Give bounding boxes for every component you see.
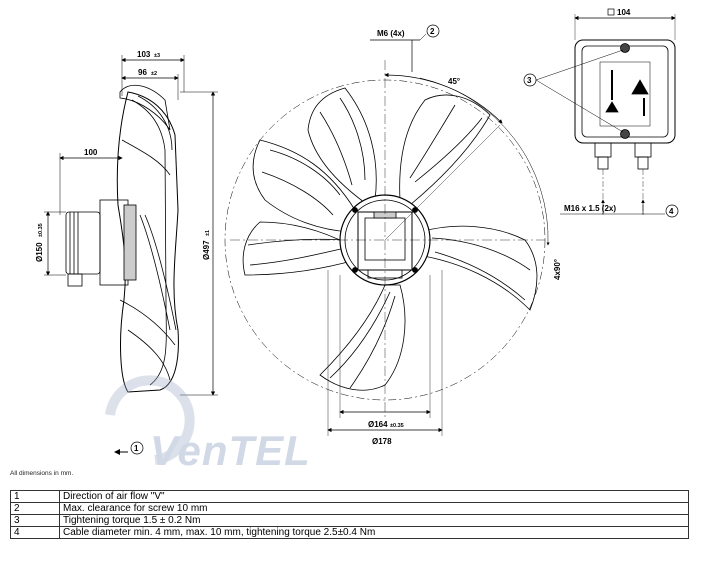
dim-motor-depth: 100: [84, 148, 98, 157]
legend-num: 4: [10, 526, 60, 539]
dim-bolt-circle-tol: ±0.35: [390, 423, 404, 429]
dim-box-size: 104: [617, 8, 631, 17]
side-view: [44, 55, 218, 396]
side-view-labels: 103 ±3 96 ±2 100 Ø150 ±0.35 Ø497 ±1: [35, 50, 211, 262]
legend-text: Cable diameter min. 4 mm, max. 10 mm, ti…: [59, 526, 689, 539]
dim-hub-diameter: Ø150: [35, 242, 44, 262]
legend-num: 2: [10, 502, 60, 515]
dim-side-inner-tol: ±2: [151, 71, 157, 77]
airflow-direction: 1: [114, 441, 144, 455]
dim-angle: 45°: [448, 77, 460, 86]
dim-angle-pattern: 4x90°: [553, 259, 562, 280]
terminal-box-labels: 104 3 M16 x 1.5 (2x) 4: [523, 8, 679, 218]
ventel-watermark: VenTEL: [105, 375, 311, 470]
legend-row: 3 Tightening torque 1.5 ± 0.2 Nm: [10, 514, 689, 527]
legend-num: 1: [10, 490, 60, 503]
legend-row: 4 Cable diameter min. 4 mm, max. 10 mm, …: [10, 526, 689, 539]
callout-2: 2: [430, 27, 435, 36]
legend-table: 1 Direction of air flow "V" 2 Max. clear…: [10, 490, 689, 539]
front-view-labels: M6 (4x) 2 45° 4x90° Ø164 ±0.35 Ø178: [368, 24, 562, 446]
callout-3: 3: [527, 76, 532, 85]
dim-outer-diameter: Ø497: [202, 240, 211, 260]
fan-blades: [242, 87, 538, 391]
callout-1: 1: [134, 444, 139, 453]
dim-side-overall-tol: ±3: [154, 53, 160, 59]
legend-text: Direction of air flow "V": [59, 490, 689, 503]
legend-num: 3: [10, 514, 60, 527]
dim-mount-diameter: Ø178: [372, 437, 392, 446]
callout-4: 4: [669, 207, 674, 216]
dim-hub-diameter-tol: ±0.35: [38, 223, 44, 237]
dim-bolt-circle: Ø164: [368, 420, 388, 429]
dim-cable-gland: M16 x 1.5 (2x): [564, 204, 616, 213]
legend-row: 2 Max. clearance for screw 10 mm: [10, 502, 689, 515]
legend-row: 1 Direction of air flow "V": [10, 490, 689, 503]
dim-side-inner: 96: [138, 68, 147, 77]
dim-screw-thread: M6 (4x): [377, 29, 405, 38]
terminal-box-view: [535, 8, 676, 215]
watermark-text: VenTEL: [150, 427, 311, 470]
dim-outer-diameter-tol: ±1: [205, 230, 211, 236]
dim-side-overall: 103: [137, 50, 151, 59]
fan-technical-drawing: 103 ±3 96 ±2 100 Ø150 ±0.35 Ø497 ±1 VenT…: [35, 8, 679, 470]
legend-text: Tightening torque 1.5 ± 0.2 Nm: [59, 514, 689, 527]
front-view: [224, 33, 550, 436]
units-note: All dimensions in mm.: [10, 470, 74, 477]
legend-text: Max. clearance for screw 10 mm: [59, 502, 689, 515]
